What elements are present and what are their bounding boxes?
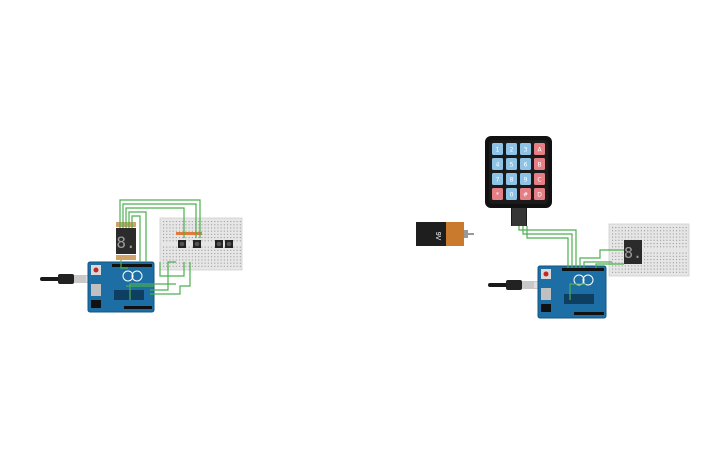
keypad-key-B[interactable] [534, 158, 545, 170]
keypad-key-label: 9 [524, 177, 528, 184]
keypad-key-4[interactable] [492, 158, 503, 170]
usb-cable-right[interactable] [488, 280, 540, 290]
keypad-key-A[interactable] [534, 143, 545, 155]
keypad-key-0[interactable] [506, 188, 517, 200]
left-circuit: 8. [40, 199, 243, 313]
display-digit-right: 8. [624, 244, 642, 262]
keypad-key-label: 6 [524, 162, 528, 169]
display-digit-left: 8. [116, 233, 135, 252]
keypad-key-C[interactable] [534, 173, 545, 185]
keypad-key-label: D [537, 192, 542, 199]
keypad-key-label: 4 [496, 162, 500, 169]
seven-segment-display-right[interactable]: 8. [624, 240, 642, 264]
keypad-key-6[interactable] [520, 158, 531, 170]
keypad-key-label: 3 [524, 147, 528, 154]
battery-9v[interactable]: 9V [416, 222, 474, 246]
keypad-key-label: B [537, 162, 541, 169]
usb-cable-left[interactable] [40, 274, 92, 284]
keypad-key-D[interactable] [534, 188, 545, 200]
keypad-key-label: 0 [510, 192, 514, 199]
keypad-key-*[interactable] [492, 188, 503, 200]
keypad-key-label: C [537, 177, 541, 184]
keypad-key-label: A [537, 147, 542, 154]
keypad-key-#[interactable] [520, 188, 531, 200]
breadboard-right[interactable] [608, 223, 690, 277]
keypad-key-label: 2 [510, 147, 514, 154]
keypad-key-1[interactable] [492, 143, 503, 155]
keypad-key-label: 1 [496, 147, 500, 154]
right-circuit: 9V 1 2 3 A 4 5 6 B 7 8 9 C * 0 # D [416, 136, 690, 319]
keypad-key-label: 5 [510, 162, 514, 169]
keypad-key-5[interactable] [506, 158, 517, 170]
keypad-key-label: 8 [510, 177, 514, 184]
wires-right [518, 226, 624, 300]
arduino-board-right[interactable] [537, 265, 607, 319]
wires-left [119, 199, 201, 300]
keypad-key-2[interactable] [506, 143, 517, 155]
keypad-key-label: 7 [496, 177, 500, 184]
keypad-key-3[interactable] [520, 143, 531, 155]
keypad-key-label: * [496, 192, 499, 199]
arduino-board-left[interactable] [87, 261, 155, 313]
keypad-key-label: # [523, 192, 528, 199]
keypad-key-9[interactable] [520, 173, 531, 185]
pushbuttons-left [176, 232, 233, 248]
battery-label: 9V [434, 232, 441, 241]
keypad-key-7[interactable] [492, 173, 503, 185]
keypad-4x4[interactable]: 1 2 3 A 4 5 6 B 7 8 9 C * 0 # D [485, 136, 552, 226]
keypad-key-8[interactable] [506, 173, 517, 185]
